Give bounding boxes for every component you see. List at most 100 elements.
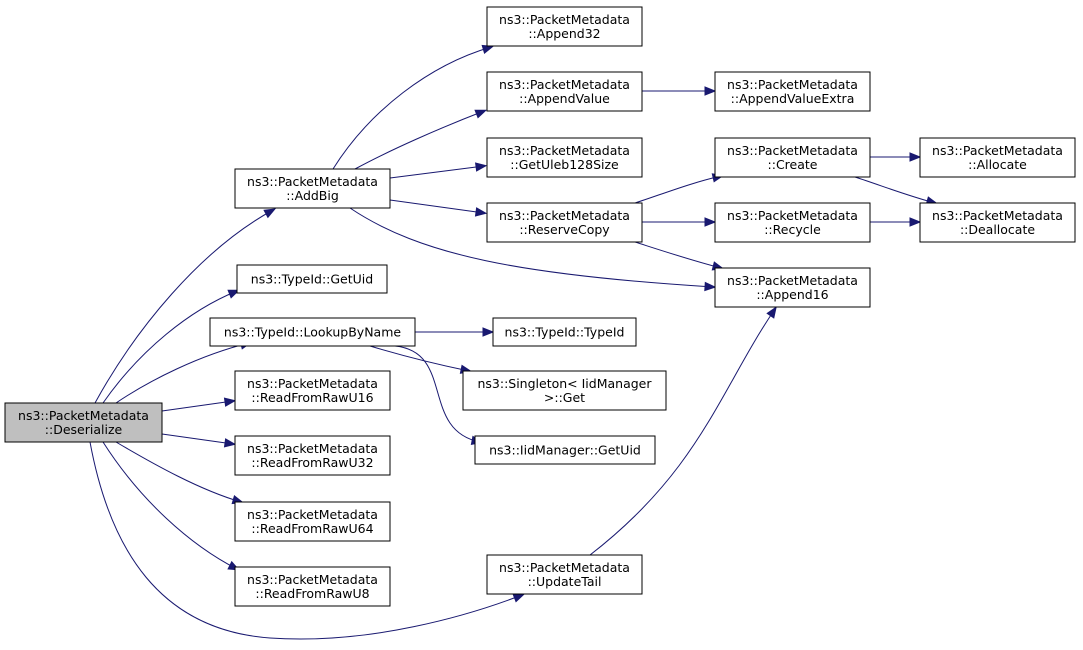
node-appendvalue[interactable]: ns3::PacketMetadata::AppendValue: [486, 71, 643, 112]
node-box: [234, 168, 391, 209]
node-readu64[interactable]: ns3::PacketMetadata::ReadFromRawU64: [234, 501, 391, 542]
node-box: [234, 566, 391, 607]
node-append16[interactable]: ns3::PacketMetadata::Append16: [714, 267, 871, 308]
edge-addbig-to-appendvalue: [354, 109, 488, 170]
node-label-line: ns3::PacketMetadata: [247, 441, 378, 456]
node-readu16[interactable]: ns3::PacketMetadata::ReadFromRawU16: [234, 370, 391, 411]
edge-line: [634, 241, 722, 269]
node-label-line: ns3::TypeId::GetUid: [251, 272, 373, 287]
node-label-line: ::ReadFromRawU32: [251, 455, 373, 470]
node-singletonget[interactable]: ns3::Singleton< IidManager>::Get: [462, 370, 667, 411]
edge-deserialize-to-readu16: [161, 397, 237, 412]
edge-line: [854, 176, 936, 204]
node-label-line: ns3::PacketMetadata: [499, 143, 630, 158]
node-addbig[interactable]: ns3::PacketMetadata::AddBig: [234, 168, 391, 209]
node-gettypeuid[interactable]: ns3::TypeId::GetUid: [236, 264, 388, 294]
node-label-line: ::Allocate: [968, 157, 1027, 172]
edge-deserialize-to-readu8: [102, 441, 241, 571]
edge-updatetail-to-append16: [589, 306, 777, 556]
node-box: [234, 501, 391, 542]
node-label-line: ns3::PacketMetadata: [932, 143, 1063, 158]
edge-line: [115, 342, 250, 404]
node-appendvalueextra[interactable]: ns3::PacketMetadata::AppendValueExtra: [714, 71, 871, 112]
node-label-line: >::Get: [544, 390, 585, 405]
node-iidgetuid[interactable]: ns3::IidManager::GetUid: [474, 435, 656, 465]
node-label-line: ns3::PacketMetadata: [247, 572, 378, 587]
node-box: [919, 202, 1076, 243]
edge-reservecopy-to-create: [634, 173, 725, 204]
edge-line: [589, 308, 776, 556]
node-label-line: ns3::PacketMetadata: [499, 560, 630, 575]
arrowhead-icon: [474, 207, 488, 217]
edge-addbig-to-append32: [332, 44, 495, 170]
node-label-line: ::ReadFromRawU8: [255, 586, 369, 601]
node-label-line: ::UpdateTail: [528, 574, 602, 589]
node-label-line: ::Recycle: [764, 222, 821, 237]
node-getuleb128size[interactable]: ns3::PacketMetadata::GetUleb128Size: [486, 137, 643, 178]
node-label-line: ns3::PacketMetadata: [727, 143, 858, 158]
node-box: [486, 71, 643, 112]
arrowhead-icon: [474, 109, 488, 119]
arrowhead-icon: [223, 438, 237, 448]
node-label-line: ::AppendValueExtra: [731, 91, 855, 106]
node-box: [486, 554, 643, 595]
node-box: [486, 202, 643, 243]
arrowhead-icon: [481, 44, 495, 54]
node-box: [714, 137, 871, 178]
node-label-line: ns3::PacketMetadata: [727, 208, 858, 223]
node-recycle[interactable]: ns3::PacketMetadata::Recycle: [714, 202, 871, 243]
node-readu8[interactable]: ns3::PacketMetadata::ReadFromRawU8: [234, 566, 391, 607]
node-label-line: ::ReserveCopy: [519, 222, 610, 237]
arrowhead-icon: [223, 397, 237, 407]
arrowhead-icon: [909, 152, 922, 162]
edge-line: [115, 441, 242, 503]
node-append32[interactable]: ns3::PacketMetadata::Append32: [486, 6, 643, 47]
node-deallocate[interactable]: ns3::PacketMetadata::Deallocate: [919, 202, 1076, 243]
node-deserialize: ns3::PacketMetadata::Deserialize: [4, 402, 163, 443]
edge-line: [94, 209, 274, 404]
node-label-line: ::Append32: [528, 26, 600, 41]
edge-line: [161, 400, 234, 412]
node-label-line: ns3::PacketMetadata: [247, 507, 378, 522]
edge-line: [102, 290, 238, 404]
node-typeidctor[interactable]: ns3::TypeId::TypeId: [492, 317, 637, 347]
node-label-line: ::Deallocate: [960, 222, 1035, 237]
edge-line: [332, 46, 492, 170]
edge-lookupbyname-to-singletonget: [369, 345, 473, 374]
arrowhead-icon: [475, 162, 488, 172]
node-lookupbyname[interactable]: ns3::TypeId::LookupByName: [209, 317, 416, 347]
node-label-line: ns3::PacketMetadata: [499, 208, 630, 223]
node-box: [462, 370, 667, 411]
node-reservecopy[interactable]: ns3::PacketMetadata::ReserveCopy: [486, 202, 643, 243]
arrowhead-icon: [512, 593, 526, 603]
edge-line: [89, 441, 523, 640]
edge-deserialize-to-readu64: [115, 441, 245, 505]
node-readu32[interactable]: ns3::PacketMetadata::ReadFromRawU32: [234, 435, 391, 476]
edge-appendvalue-to-appendvalueextra: [642, 86, 717, 96]
node-label-line: ns3::PacketMetadata: [18, 408, 149, 423]
node-box: [234, 370, 391, 411]
node-label-line: ns3::PacketMetadata: [499, 12, 630, 27]
node-box: [4, 402, 163, 443]
node-label-line: ns3::IidManager::GetUid: [489, 443, 641, 458]
edge-deserialize-to-readu32: [161, 433, 237, 448]
node-label-line: ::Append16: [756, 287, 828, 302]
node-create[interactable]: ns3::PacketMetadata::Create: [714, 137, 871, 178]
node-label-line: ns3::PacketMetadata: [247, 174, 378, 189]
node-updatetail[interactable]: ns3::PacketMetadata::UpdateTail: [486, 554, 643, 595]
edge-line: [102, 441, 238, 570]
edge-line: [389, 199, 485, 214]
edge-deserialize-to-gettypeuid: [102, 289, 241, 404]
arrowhead-icon: [704, 86, 717, 96]
arrowhead-icon: [227, 289, 241, 299]
edge-line: [389, 165, 485, 179]
node-label-line: ::Deserialize: [45, 422, 123, 437]
node-allocate[interactable]: ns3::PacketMetadata::Allocate: [919, 137, 1076, 178]
edge-deserialize-to-lookupbyname: [115, 340, 253, 404]
arrowhead-icon: [482, 327, 495, 337]
edge-deserialize-to-addbig: [94, 208, 276, 404]
node-label-line: ns3::TypeId::LookupByName: [224, 325, 401, 340]
node-box: [714, 267, 871, 308]
node-label-line: ns3::Singleton< IidManager: [477, 376, 652, 391]
